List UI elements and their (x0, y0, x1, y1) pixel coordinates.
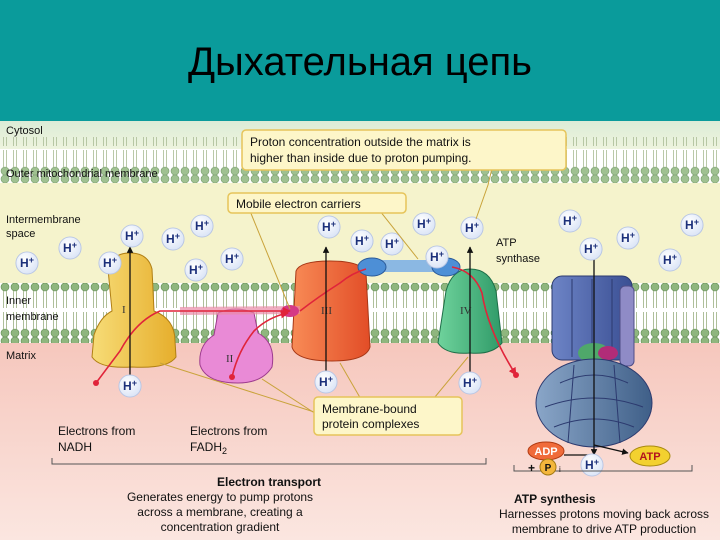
label-outer-membrane: Outer mitochondrial membrane (6, 168, 158, 180)
h-ion: H+ (616, 226, 640, 250)
label-inner-membrane-line1: Inner (6, 295, 31, 307)
callout-membrane-bound-box (313, 396, 463, 436)
proton-pump-arrows (126, 246, 629, 456)
h-ion: H+ (314, 370, 338, 394)
complex-III-label: III (321, 305, 332, 317)
h-ion-label: H+ (621, 230, 635, 245)
h-ion: H+ (425, 245, 449, 269)
respiratory-chain-diagram: Cytosol Outer mitochondrial membrane Int… (0, 121, 720, 540)
h-ion-label: H+ (385, 236, 399, 251)
h-ion-label: H+ (319, 374, 333, 389)
callout-proton-line2: higher than inside due to proton pumping… (250, 151, 472, 165)
h-ion: H+ (458, 371, 482, 395)
h-ion-label: H+ (563, 213, 577, 228)
label-inner-membrane-line2: membrane (6, 311, 59, 323)
atp-label: ATP (639, 451, 660, 463)
title-bar (0, 0, 720, 121)
callout-proton-line1: Proton concentration outside the matrix … (250, 135, 471, 149)
h-ion: H+ (190, 214, 214, 238)
callout-membrane-line1: Membrane-bound (322, 402, 417, 416)
h-ion: H+ (680, 213, 704, 237)
h-ion-label: H+ (430, 249, 444, 264)
h-ion: H+ (220, 247, 244, 271)
h-ion-label: H+ (20, 255, 34, 270)
complex-IV-label: IV (460, 305, 472, 317)
atp-synthase-label-line2: synthase (496, 253, 540, 265)
complex-II-label: II (226, 353, 234, 365)
atp-synthesis-desc-2: membrane to drive ATP production (512, 522, 696, 536)
h-ion: H+ (658, 248, 682, 272)
source-fadh-line2: FADH2 (190, 440, 227, 456)
complex-III: III (291, 260, 371, 362)
h-ion: H+ (350, 229, 374, 253)
h-ion-label: H+ (685, 217, 699, 232)
atp-synthesis-desc-1: Harnesses protons moving back across (499, 507, 709, 521)
callout-mobile-carriers: Mobile electron carriers (227, 192, 419, 310)
h-ion: H+ (161, 227, 185, 251)
h-ion-label: H+ (103, 255, 117, 270)
h-ion: H+ (15, 251, 39, 275)
label-cytosol: Cytosol (6, 125, 43, 137)
h-ion: H+ (58, 236, 82, 260)
h-ion-label: H+ (463, 375, 477, 390)
h-ion-label: H+ (585, 457, 599, 472)
h-ion: H+ (380, 232, 404, 256)
electron-transport-desc-2: across a membrane, creating a (137, 505, 303, 519)
source-nadh-line2: NADH (58, 440, 92, 454)
electron-flow-path (93, 266, 519, 386)
h-ion-label: H+ (225, 251, 239, 266)
source-fadh-line1: Electrons from (190, 424, 267, 438)
h-ion-label: H+ (465, 220, 479, 235)
h-ion-label: H+ (123, 378, 137, 393)
h-ion-label: H+ (166, 231, 180, 246)
h-ion-label: H+ (63, 240, 77, 255)
label-intermembrane-line1: Intermembrane (6, 214, 81, 226)
h-ion-label: H+ (125, 228, 139, 243)
atp-synthase-label-line1: ATP (496, 237, 517, 249)
adp-molecule: ADP (527, 441, 565, 461)
electron-transport-bracket (51, 458, 487, 465)
h-ion: H+ (579, 237, 603, 261)
h-ion: H+ (558, 209, 582, 233)
callout-proton-concentration: Proton concentration outside the matrix … (241, 129, 567, 220)
h-ion: H+ (98, 251, 122, 275)
electron-transport-title: Electron transport (217, 475, 321, 489)
h-ion-label: H+ (584, 241, 598, 256)
h-ion: H+ (118, 374, 142, 398)
h-ion-label: H+ (195, 218, 209, 233)
h-ion-label: H+ (189, 262, 203, 277)
electron-transport-desc-1: Generates energy to pump protons (127, 490, 313, 504)
label-matrix: Matrix (6, 350, 36, 362)
h-ion: H+ (460, 216, 484, 240)
h-ion-label: H+ (417, 216, 431, 231)
callout-membrane-line2: protein complexes (322, 417, 419, 431)
h-ion: H+ (317, 215, 341, 239)
slide-title: Дыхательная цепь (187, 40, 533, 84)
h-ion: H+ (120, 224, 144, 248)
atp-synthesis-bracket (513, 465, 693, 472)
h-ion-label: H+ (355, 233, 369, 248)
atp-molecule: ATP (629, 445, 671, 467)
h-ion-group: H+ H+ H+ H+ H+ H+ H+ H+ H+ H+ H+ H+ H+ H+ H+ H+ H+ H+ H+ H+… (15, 209, 704, 477)
h-ion: H+ (184, 258, 208, 282)
callout-mobile-text: Mobile electron carriers (236, 197, 361, 211)
plus-sign: + (528, 461, 535, 475)
phosphate-subscript: i (559, 465, 561, 474)
phosphate-molecule: P i (539, 458, 561, 476)
atp-synthesis-title: ATP synthesis (514, 492, 596, 506)
h-ion: H+ (412, 212, 436, 236)
adp-label: ADP (534, 446, 557, 458)
h-ion-label: H+ (322, 219, 336, 234)
h-ion-label: H+ (663, 252, 677, 267)
source-nadh-line1: Electrons from (58, 424, 135, 438)
electron-transport-desc-3: concentration gradient (161, 520, 280, 534)
phosphate-label: P (545, 463, 552, 474)
complex-I-label: I (122, 304, 126, 316)
label-intermembrane-line2: space (6, 228, 35, 240)
h-ion: H+ (580, 453, 604, 477)
